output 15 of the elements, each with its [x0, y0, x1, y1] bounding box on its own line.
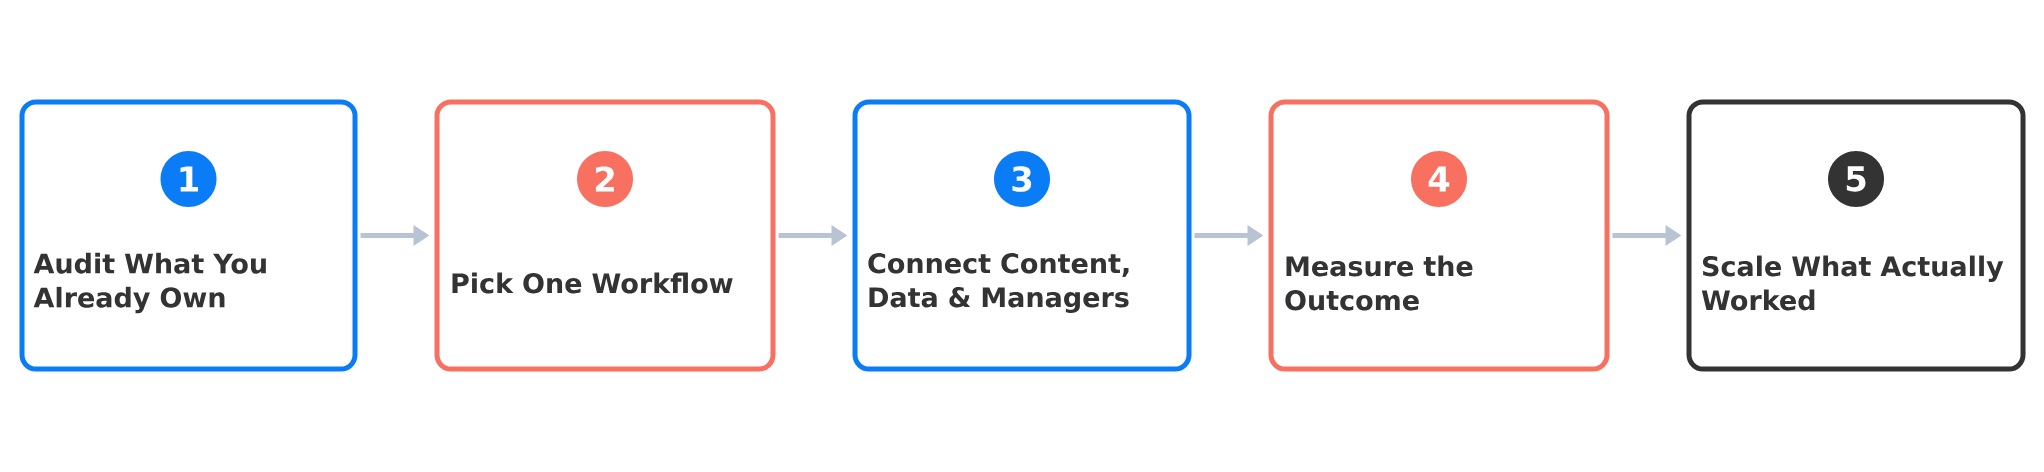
step-box — [1268, 99, 1610, 372]
step-box — [19, 99, 358, 372]
number-badge: 3 — [994, 151, 1050, 207]
step-box — [852, 99, 1192, 372]
number-badge: 1 — [160, 151, 217, 207]
step-title: Connect Content, Data & Managers — [868, 253, 1129, 313]
step-title: Audit What You Already Own — [33, 252, 266, 314]
step-title: Measure the Outcome — [1285, 255, 1473, 311]
step-title: Pick One Workflow — [452, 272, 733, 294]
step-box — [1686, 99, 2026, 372]
number-badge: 2 — [577, 151, 633, 207]
number-badge: 5 — [1828, 151, 1884, 207]
step-title: Scale What Actually Worked — [1701, 255, 2004, 311]
step-box — [434, 99, 776, 372]
number-badge: 4 — [1411, 151, 1467, 207]
